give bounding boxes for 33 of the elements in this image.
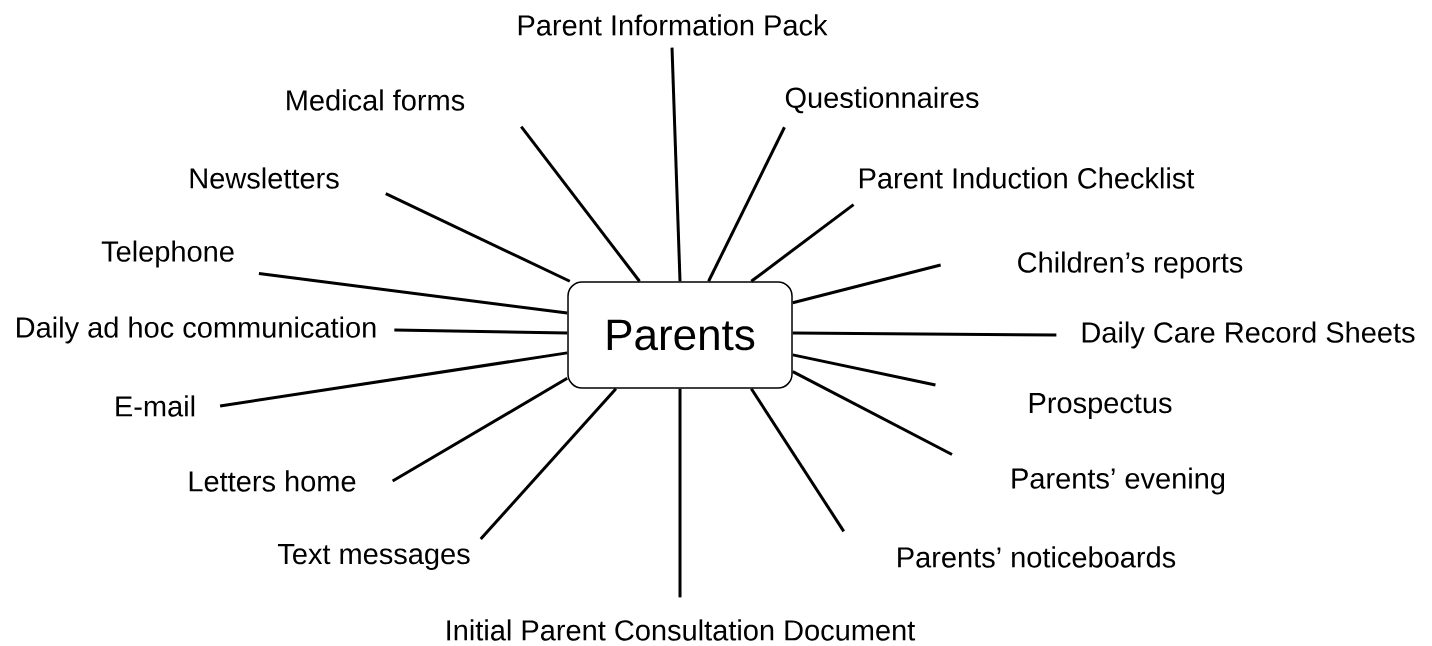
connector-line [670, 47, 682, 282]
text-label: Parent Induction Checklist [859, 167, 1195, 189]
rounded-box: Parents [567, 281, 793, 389]
text-label: Newsletters [190, 167, 339, 189]
connector-line [219, 351, 568, 408]
text-label: Children’s reports [1018, 251, 1243, 279]
connector-line [258, 272, 568, 315]
connector-line [750, 203, 855, 283]
connector-line [792, 263, 942, 305]
text-label: E-mail [116, 395, 195, 417]
connector-line [792, 353, 936, 387]
text-label: Initial Parent Consultation Document [447, 619, 916, 641]
text-label: Daily ad hoc communication [17, 316, 376, 344]
connector-line [385, 192, 571, 283]
text-label: Parents’ noticeboards [898, 546, 1176, 568]
connector-line [678, 388, 682, 598]
connector-line [391, 377, 568, 483]
text-label: Questionnaires [785, 86, 979, 114]
text-label: Medical forms [287, 89, 465, 111]
connector-line [394, 328, 568, 335]
connector-line [750, 387, 845, 533]
connector-line [520, 125, 641, 283]
text-label: Text messages [277, 544, 470, 570]
connector-line [479, 387, 618, 541]
text-label: Letters home [189, 470, 356, 492]
text-label: Daily Care Record Sheets [1082, 321, 1415, 349]
text-label: Parents’ evening [1012, 467, 1225, 495]
connector-line [792, 331, 1057, 337]
text-label: Prospectus [1029, 393, 1172, 419]
text-label: Parent Information Pack [518, 14, 828, 36]
connector-line [707, 126, 786, 282]
connector-line [792, 370, 953, 456]
text-label: Telephone [101, 240, 234, 268]
